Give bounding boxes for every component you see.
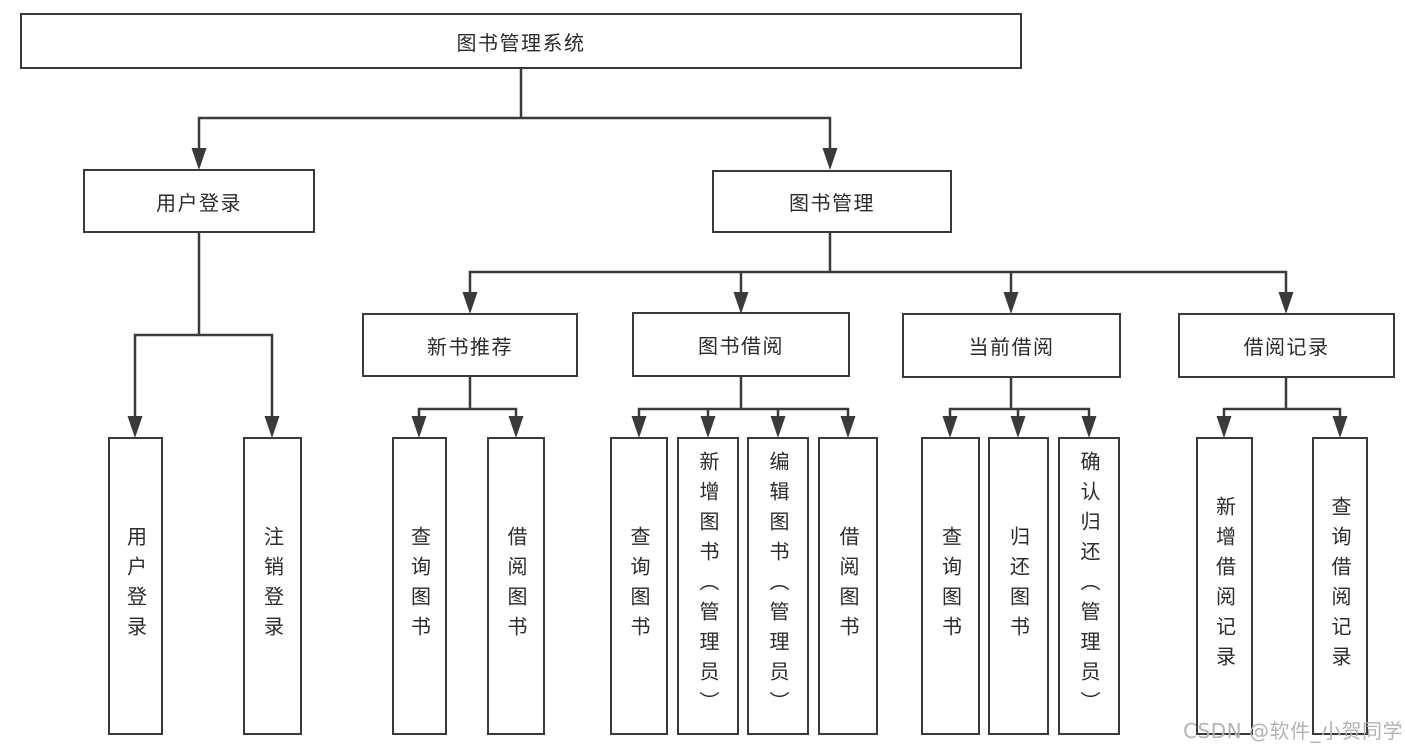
arrow-head <box>1081 416 1097 438</box>
edge-root-to-level2 <box>197 69 832 148</box>
arrow-head <box>733 292 749 314</box>
arrow-head <box>1278 292 1294 314</box>
arrow-head <box>1332 416 1348 438</box>
node-new-book-recommend-label: 新书推荐 <box>427 334 513 359</box>
leaf-records-add: 新增借阅记录 <box>1196 437 1253 735</box>
node-new-book-recommend: 新书推荐 <box>362 313 578 377</box>
leaf-borrow-book: 借阅图书 <box>818 437 878 735</box>
node-current-borrow-label: 当前借阅 <box>968 335 1055 359</box>
leaf-user-login-label: 用户登录 <box>123 526 148 646</box>
edge-userlogin-to-leaves <box>133 233 274 416</box>
leaf-current-query-label: 查询图书 <box>938 526 963 646</box>
arrow-head <box>462 292 478 314</box>
leaf-borrow-edit-admin-label: 编辑图书（管理员） <box>766 451 790 721</box>
node-borrow-records: 借阅记录 <box>1178 313 1395 378</box>
leaf-borrow-book-label: 借阅图书 <box>836 526 860 646</box>
leaf-records-add-label: 新增借阅记录 <box>1212 496 1237 676</box>
leaf-newbooks-query: 查询图书 <box>392 437 447 735</box>
csdn-watermark: CSDN @软件_小贺同学 <box>1183 719 1403 743</box>
arrow-head <box>631 416 647 438</box>
node-book-management: 图书管理 <box>712 170 952 233</box>
leaf-borrow-add-admin: 新增图书（管理员） <box>677 437 739 735</box>
node-book-borrow-label: 图书借阅 <box>698 334 784 358</box>
node-root-label: 图书管理系统 <box>456 30 586 55</box>
arrow-head <box>822 148 838 170</box>
arrow-head <box>264 416 280 438</box>
leaf-current-return: 归还图书 <box>988 437 1049 735</box>
node-user-login-label: 用户登录 <box>156 190 242 215</box>
node-user-login: 用户登录 <box>83 169 315 233</box>
leaf-logout: 注销登录 <box>243 437 302 735</box>
arrow-head <box>1216 416 1232 438</box>
arrow-head <box>700 416 716 438</box>
leaf-logout-label: 注销登录 <box>260 526 285 646</box>
leaf-newbooks-borrow-label: 借阅图书 <box>504 526 528 646</box>
edge-borrowrecords-to-leaves <box>1222 378 1342 416</box>
leaf-current-confirm-admin-label: 确认归还（管理员） <box>1077 451 1101 721</box>
node-root: 图书管理系统 <box>20 13 1022 69</box>
edge-newbooks-to-leaves <box>417 377 518 416</box>
arrow-head <box>770 416 786 438</box>
leaf-borrow-edit-admin: 编辑图书（管理员） <box>747 437 809 735</box>
arrow-head <box>191 148 207 170</box>
node-book-borrow: 图书借阅 <box>632 312 850 377</box>
arrow-head <box>508 416 524 438</box>
arrow-head <box>840 416 856 438</box>
leaf-current-confirm-admin: 确认归还（管理员） <box>1058 437 1120 735</box>
leaf-records-query: 查询借阅记录 <box>1312 437 1368 735</box>
edge-currentborrow-to-leaves <box>948 378 1091 416</box>
leaf-user-login: 用户登录 <box>108 437 163 735</box>
node-book-management-label: 图书管理 <box>789 191 875 215</box>
leaf-borrow-add-admin-label: 新增图书（管理员） <box>696 451 720 721</box>
arrow-head <box>1003 292 1019 314</box>
node-borrow-records-label: 借阅记录 <box>1243 335 1330 359</box>
leaf-borrow-query-label: 查询图书 <box>627 526 651 646</box>
arrow-head <box>411 416 427 438</box>
arrow-head <box>1010 416 1026 438</box>
leaf-records-query-label: 查询借阅记录 <box>1328 496 1352 676</box>
leaf-borrow-query: 查询图书 <box>610 437 668 735</box>
leaf-current-query: 查询图书 <box>921 437 980 735</box>
edge-bookmgmt-to-level3 <box>468 233 1288 292</box>
leaf-newbooks-query-label: 查询图书 <box>407 526 432 646</box>
leaf-current-return-label: 归还图书 <box>1006 526 1031 646</box>
node-current-borrow: 当前借阅 <box>902 313 1121 378</box>
edge-bookborrow-to-leaves <box>637 377 850 416</box>
arrow-head <box>127 416 143 438</box>
arrow-head <box>942 416 958 438</box>
leaf-newbooks-borrow: 借阅图书 <box>487 437 545 735</box>
